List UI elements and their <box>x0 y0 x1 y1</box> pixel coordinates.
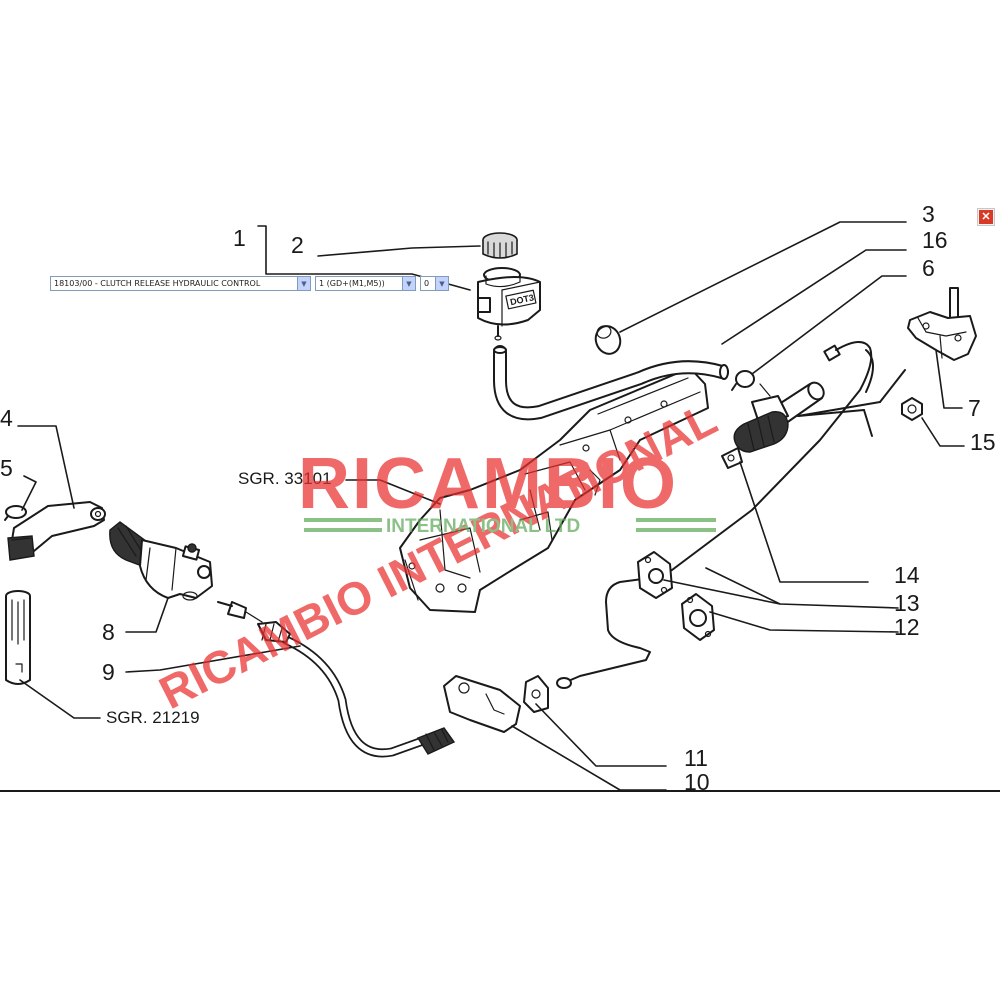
pedal-lever <box>797 369 906 437</box>
quantity-select-value: 0 <box>424 279 430 288</box>
fluid-reservoir: DOT3 <box>477 232 541 341</box>
callout-16: 16 <box>922 227 948 253</box>
clutch-slave-cylinder <box>109 521 213 601</box>
callout-6: 6 <box>922 255 935 281</box>
callout-12: 12 <box>894 614 920 640</box>
close-button[interactable]: ✕ <box>977 208 995 226</box>
quantity-select[interactable]: 0 ▼ <box>420 276 449 291</box>
watermark-stripe-left-2 <box>304 528 382 532</box>
watermark-tagline: INTERNATIONAL LTD <box>386 516 580 537</box>
watermark-stripe-right-2 <box>636 528 716 532</box>
union-block <box>907 287 977 361</box>
callout-4: 4 <box>0 405 13 431</box>
hose-grommet <box>594 325 622 355</box>
callout-9: 9 <box>102 659 115 685</box>
callout-sgr-21219: SGR. 21219 <box>106 708 200 727</box>
group-select[interactable]: 18103/00 - CLUTCH RELEASE HYDRAULIC CONT… <box>50 276 311 291</box>
reservoir-hose <box>493 345 729 421</box>
clutch-master-cylinder <box>721 344 841 469</box>
callout-numbers: 1 2 3 4 5 6 7 8 9 10 11 12 13 14 15 16 S… <box>0 201 996 795</box>
pipe-flange <box>637 551 673 599</box>
group-select-value: 18103/00 - CLUTCH RELEASE HYDRAULIC CONT… <box>54 279 261 288</box>
callout-3: 3 <box>922 201 935 227</box>
callout-11: 11 <box>684 745 708 771</box>
flexible-hose <box>217 601 456 758</box>
reservoir-label: DOT3 <box>509 292 535 307</box>
callout-5: 5 <box>0 455 13 481</box>
callout-7: 7 <box>968 395 981 421</box>
hex-nut <box>901 397 923 421</box>
hose-clip <box>731 370 755 391</box>
variant-select-value: 1 (GD+(M1,M5)) <box>319 279 385 288</box>
chevron-down-icon[interactable]: ▼ <box>297 277 310 290</box>
feed-pipe <box>556 341 874 689</box>
watermark: RICAMBIO INTERNATIONAL RICAMBIO INTERNAT… <box>151 392 725 719</box>
support-shim <box>523 675 549 713</box>
flange-gasket <box>681 593 715 641</box>
watermark-diagonal: RICAMBIO INTERNATIONAL <box>151 392 725 719</box>
watermark-stripe-left-1 <box>304 518 382 522</box>
callout-15: 15 <box>970 429 996 455</box>
callout-8: 8 <box>102 619 115 645</box>
mounting-bracket <box>399 367 709 613</box>
variant-select[interactable]: 1 (GD+(M1,M5)) ▼ <box>315 276 416 291</box>
release-lever <box>7 501 106 561</box>
support-plate <box>443 675 521 733</box>
chevron-down-icon[interactable]: ▼ <box>402 277 415 290</box>
leader-lines <box>17 221 965 791</box>
callout-10: 10 <box>684 769 710 795</box>
chevron-down-icon[interactable]: ▼ <box>435 277 448 290</box>
circlip <box>4 505 27 521</box>
watermark-stripe-right-1 <box>636 518 716 522</box>
callout-2: 2 <box>291 232 304 258</box>
callout-sgr-33101: SGR. 33101 <box>238 469 332 488</box>
parts-selector-toolbar: 18103/00 - CLUTCH RELEASE HYDRAULIC CONT… <box>50 276 449 291</box>
callout-14: 14 <box>894 562 920 588</box>
guide-sleeve <box>5 590 31 685</box>
callout-1: 1 <box>233 225 246 251</box>
watermark-brand: RICAMBIO <box>298 444 678 524</box>
callout-13: 13 <box>894 590 920 616</box>
close-icon[interactable]: ✕ <box>979 210 993 224</box>
